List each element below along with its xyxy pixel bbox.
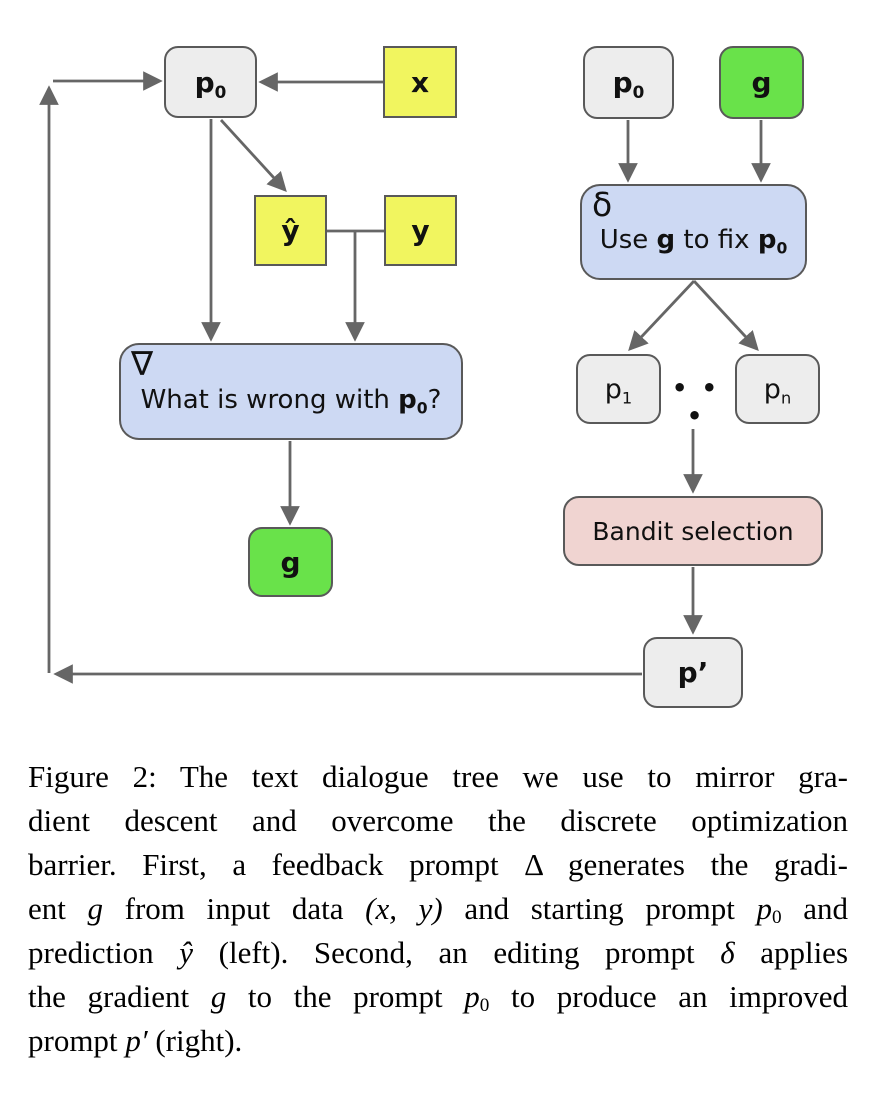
p1-label: p1: [604, 373, 633, 408]
p-prime-label: p’: [677, 656, 709, 689]
edge-p0-to-yhat: [219, 119, 287, 193]
node-y-true: y: [384, 195, 457, 266]
node-p0-left: p0: [164, 46, 257, 118]
node-p-prime: p’: [643, 637, 743, 708]
uppercase-delta-symbol: Δ: [524, 847, 543, 882]
edge-delta-to-pn: [692, 280, 759, 352]
node-nabla-prompt: ∇ What is wrong with p0?: [119, 343, 463, 440]
node-y-hat: ŷ: [254, 195, 327, 266]
edge-delta-to-p1: [628, 280, 696, 351]
node-x-input: x: [383, 46, 457, 118]
caption-line-1: Figure 2: The text dialogue tree we use …: [28, 759, 848, 794]
caption-line-4: ent g from input data (x, y) and startin…: [28, 891, 848, 929]
node-p1: p1: [576, 354, 661, 424]
nabla-text: What is wrong with p0?: [140, 384, 442, 417]
node-g-right: g: [719, 46, 804, 119]
caption-line-3: barrier. First, a feedback prompt Δ gene…: [28, 847, 848, 882]
g-right-label: g: [751, 66, 772, 99]
y-label: y: [411, 214, 430, 247]
node-delta-prompt: δ Use g to fix p0: [580, 184, 807, 280]
p0-left-label: p0: [194, 65, 227, 102]
nabla-symbol: ∇: [131, 344, 154, 383]
node-bandit-selection: Bandit selection: [563, 496, 823, 566]
dialogue-tree-diagram: p0 x ŷ y ∇ What is wrong with p0? g p0 g…: [39, 46, 823, 708]
figure-caption: Figure 2: The text dialogue tree we use …: [0, 741, 872, 1063]
g-left-label: g: [280, 545, 301, 579]
caption-line-2: dient descent and overcome the discrete …: [28, 803, 848, 838]
caption-line-7: prompt p′ (right).: [28, 1023, 243, 1058]
delta-text: Use g to fix p0: [599, 225, 788, 258]
p0-right-label: p0: [612, 66, 645, 102]
delta-symbol-caption: δ: [720, 935, 735, 970]
diagram-edges: [39, 71, 771, 684]
bandit-label: Bandit selection: [592, 516, 794, 546]
delta-symbol: δ: [592, 185, 613, 224]
node-g-left: g: [248, 527, 333, 597]
pn-label: pn: [763, 373, 792, 408]
x-label: x: [410, 65, 430, 99]
caption-line-5: prediction ŷ (left). Second, an editing …: [28, 935, 849, 970]
caption-line-6: the gradient g to the prompt p0 to produ…: [28, 979, 848, 1017]
node-p0-right: p0: [583, 46, 674, 119]
ellipsis-dots: • • •: [671, 374, 721, 430]
y-hat-label: ŷ: [281, 214, 300, 247]
node-pn: pn: [735, 354, 820, 424]
